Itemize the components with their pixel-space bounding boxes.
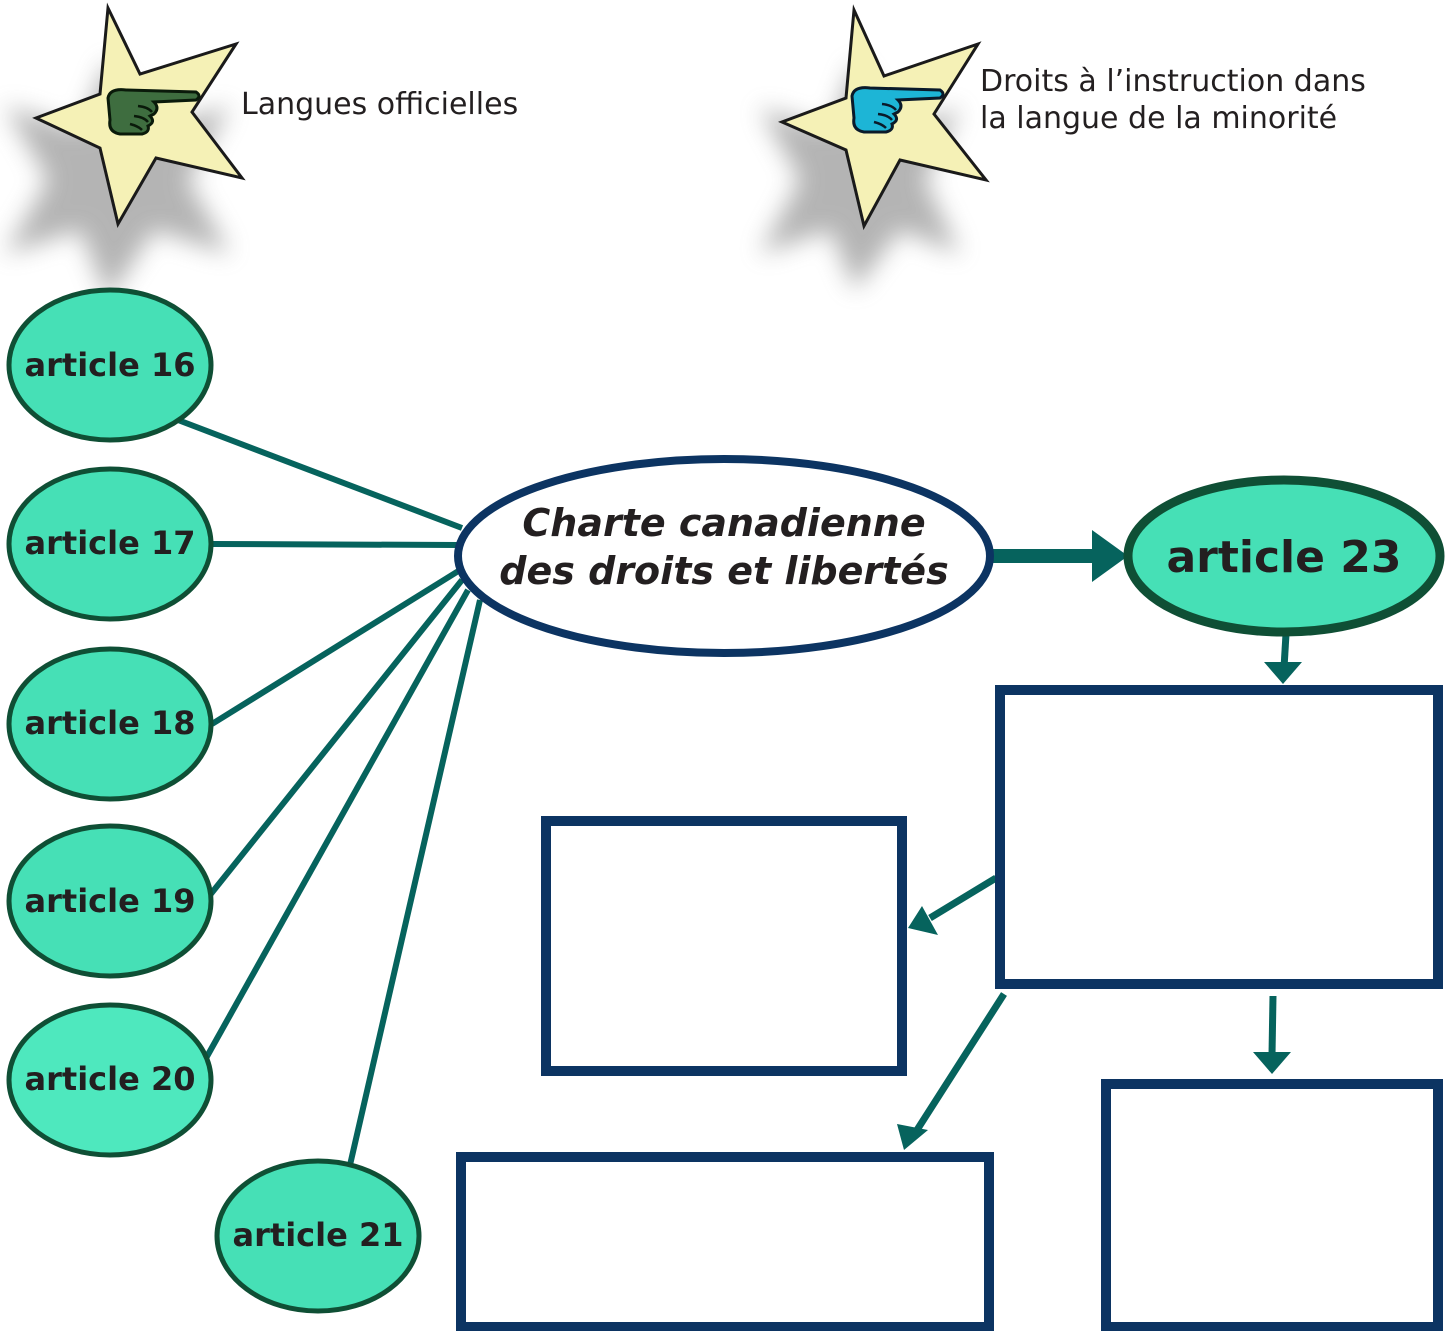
legend-star-official-languages — [5, 2, 246, 300]
article-node-18: article 18 — [6, 646, 214, 802]
arrow-main-to-bottom-left-box — [914, 992, 1007, 1132]
arrowhead-to-main-box — [1264, 662, 1302, 684]
connector-article-16 — [176, 417, 464, 531]
connector-article-21 — [347, 599, 483, 1166]
connector-article-20 — [202, 588, 471, 1062]
pointing-hand-icon — [850, 86, 945, 134]
article-node-16: article 16 — [6, 287, 214, 443]
legend-label-minority-education: Droits à l’instruction dans la langue de… — [980, 63, 1366, 137]
arrowheads — [897, 662, 1302, 1150]
box-left — [541, 816, 907, 1076]
charter-title-line2: des droits et libertés — [499, 549, 948, 593]
answer-boxes — [456, 685, 1443, 1332]
arrow-main-to-left-box — [928, 875, 998, 921]
legend-label-official-languages: Langues officielles — [241, 87, 519, 122]
article-label: article 20 — [25, 1060, 196, 1098]
box-main — [995, 685, 1443, 989]
article-label: article 19 — [25, 882, 196, 920]
article-label: article 21 — [233, 1216, 404, 1254]
article-node-21: article 21 — [214, 1158, 422, 1314]
legend-label-line2: la langue de la minorité — [980, 101, 1338, 136]
connector-article-19 — [207, 578, 465, 897]
arrowhead-to-bottom-left-box — [897, 1124, 928, 1150]
arrow-main-to-bottom-right-box — [1268, 995, 1277, 1056]
arrowhead-to-left-box — [908, 906, 938, 935]
charter-title-line1: Charte canadienne — [522, 501, 925, 545]
article-label: article 16 — [25, 346, 196, 384]
box-arrows — [914, 633, 1290, 1132]
article-label: article 17 — [25, 524, 196, 562]
article-node-20: article 20 — [6, 1002, 214, 1158]
legend-label-line1: Droits à l’instruction dans — [980, 64, 1366, 99]
legend-star-minority-education — [760, 4, 990, 290]
arrow-charter-to-article-23 — [990, 530, 1128, 582]
connector-article-18 — [210, 567, 462, 727]
arrowhead-to-bottom-right-box — [1253, 1052, 1291, 1074]
article-label: article 18 — [25, 704, 196, 742]
box-bottom-right — [1101, 1079, 1443, 1332]
article-node-19: article 19 — [6, 823, 214, 979]
article-nodes: article 16 article 17 article 18 article… — [6, 287, 422, 1314]
article-node-17: article 17 — [6, 466, 214, 622]
charter-node: Charte canadienne des droits et libertés — [454, 455, 994, 657]
pointing-hand-icon — [106, 88, 201, 136]
box-bottom-left — [456, 1152, 994, 1332]
article-23-label: article 23 — [1166, 532, 1401, 583]
article-23-node: article 23 — [1123, 475, 1445, 637]
connectors — [176, 417, 483, 1166]
connector-article-17 — [212, 541, 459, 548]
